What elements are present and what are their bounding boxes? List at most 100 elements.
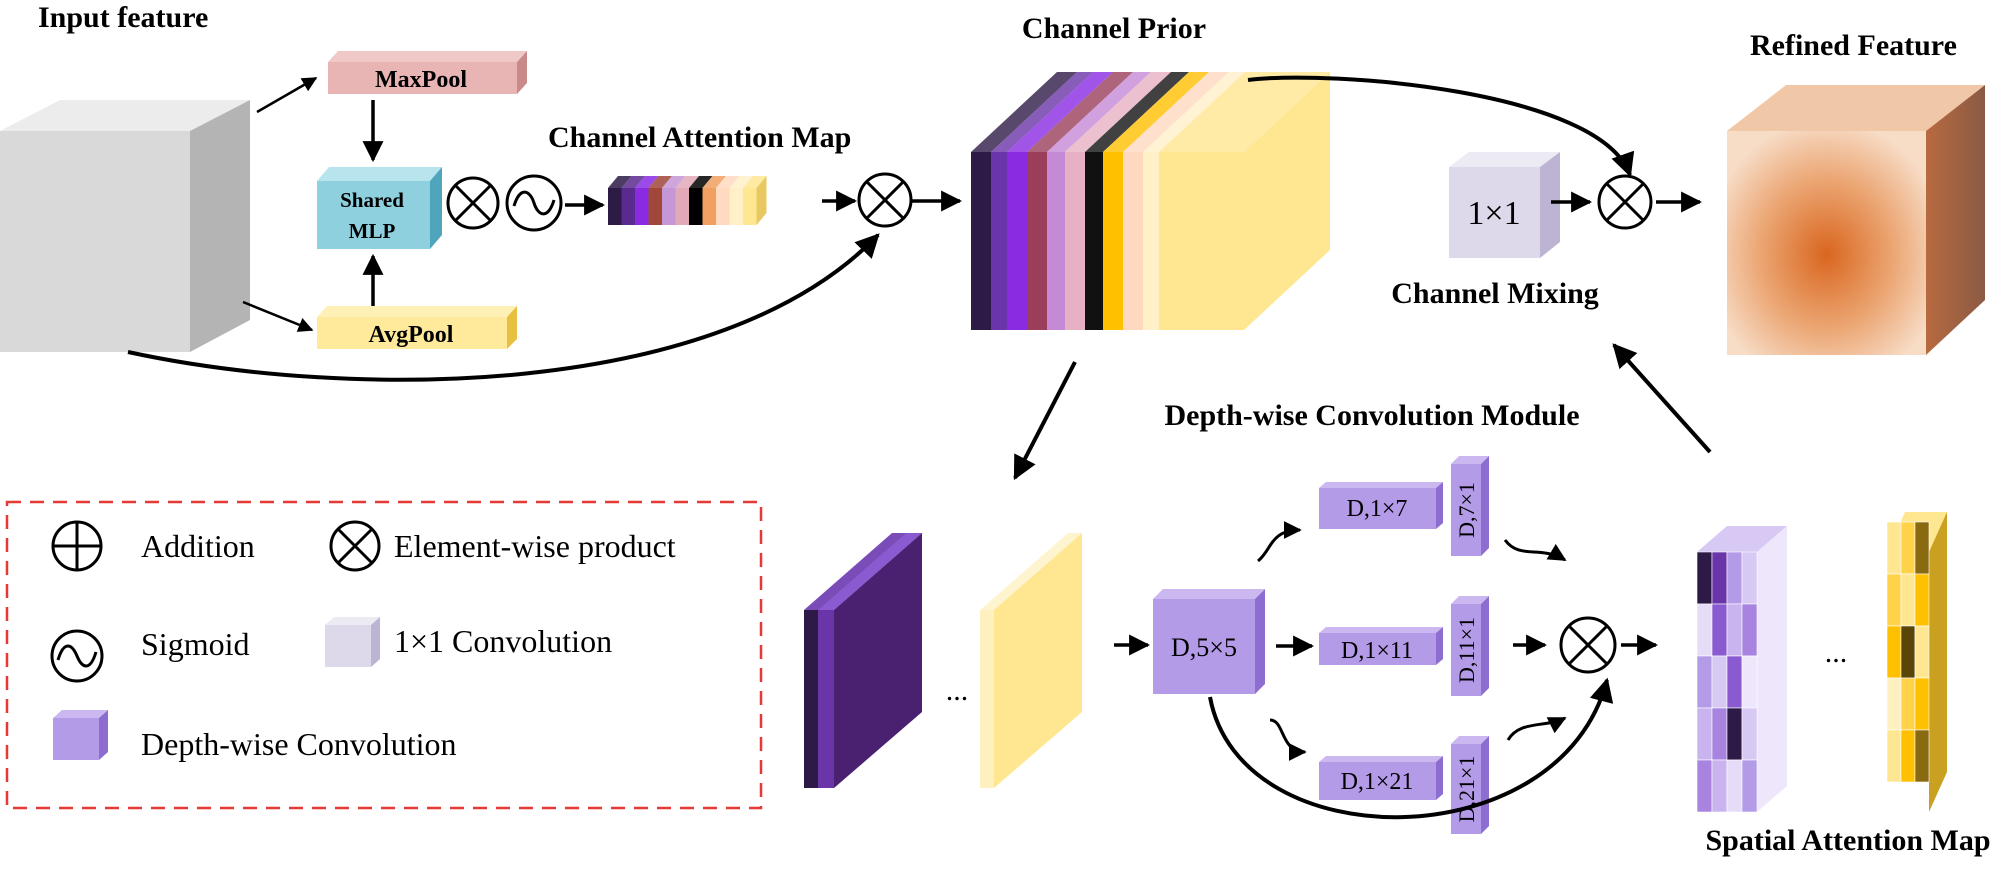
arrow-prior-to-split — [1013, 361, 1077, 481]
attention-segment — [648, 188, 662, 225]
d11x1-block: D,11×1 — [1451, 596, 1489, 696]
attention-segment-top — [729, 176, 753, 188]
d5x5-label: D,5×5 — [1171, 633, 1237, 662]
attention-segment — [608, 188, 622, 225]
spatial-cell — [1726, 759, 1743, 813]
prior-slab — [1027, 152, 1047, 330]
spatial-cell — [1711, 655, 1728, 709]
spatial-cell — [1914, 573, 1930, 627]
attention-segment — [689, 188, 703, 225]
attention-segment-top — [689, 176, 713, 188]
arrow-to-d1x7 — [1257, 521, 1302, 563]
channel-attention-map-label: Channel Attention Map — [548, 121, 851, 154]
arrow-skip-to-spatial-product — [1208, 677, 1614, 820]
spatial-cell — [1914, 729, 1930, 783]
prior-slab — [971, 152, 991, 330]
legend-addition-label: Addition — [141, 528, 255, 564]
spatial-cell — [1886, 521, 1902, 575]
spatial-cell — [1741, 551, 1758, 605]
input-feature-cube — [0, 100, 250, 352]
spatial-cell — [1711, 603, 1728, 657]
element-wise-product-icon — [857, 172, 913, 228]
attention-segment-top — [675, 176, 699, 188]
prior-slab — [991, 152, 1007, 330]
spatial-cell — [1696, 707, 1713, 761]
spatial-cell — [1914, 625, 1930, 679]
split-slab-yellow — [980, 533, 1082, 788]
attention-segment-top — [743, 176, 767, 188]
spatial-cell — [1726, 707, 1743, 761]
element-wise-product-icon — [1559, 616, 1617, 674]
prior-slab — [1047, 152, 1065, 330]
prior-slab-top — [1103, 72, 1209, 152]
addition-icon — [51, 520, 103, 572]
spatial-cell — [1886, 677, 1902, 731]
prior-slab — [1085, 152, 1103, 330]
spatial-cell — [1886, 729, 1902, 783]
spatial-cell — [1711, 707, 1728, 761]
d21x1-label: D,21×1 — [1454, 756, 1479, 823]
spatial-cell — [1900, 521, 1916, 575]
attention-segment — [702, 188, 716, 225]
split-ellipsis: ... — [946, 674, 969, 707]
arrow-to-d1x21 — [1269, 718, 1307, 761]
conv-1x1-label: 1×1 — [1467, 195, 1520, 232]
shared-mlp-label-1: Shared — [340, 188, 404, 212]
d1x7-label: D,1×7 — [1347, 496, 1408, 522]
d5x5-block: D,5×5 — [1153, 589, 1265, 694]
spatial-cell — [1711, 551, 1728, 605]
d1x21-block: D,1×21 — [1319, 756, 1443, 800]
shared-mlp-label-2: MLP — [349, 219, 396, 243]
attention-segment-top — [635, 176, 659, 188]
attention-segment-top — [702, 176, 726, 188]
arrow-skip-input-to-product — [127, 233, 880, 382]
attention-segment-top — [716, 176, 740, 188]
prior-slab — [1143, 152, 1159, 330]
legend-depthwise-label: Depth-wise Convolution — [141, 726, 457, 762]
channel-mixing-label: Channel Mixing — [1391, 277, 1599, 310]
spatial-cell — [1886, 573, 1902, 627]
prior-slab-top — [1143, 72, 1245, 152]
prior-slab — [1123, 152, 1143, 330]
attention-side — [756, 176, 767, 225]
attention-segment-top — [608, 176, 632, 188]
d1x11-label: D,1×11 — [1341, 638, 1413, 664]
arrow-spatial-to-mixing — [1612, 343, 1712, 454]
spatial-cell — [1914, 521, 1930, 575]
refined-feature-label: Refined Feature — [1750, 29, 1957, 62]
arrow-input-to-maxpool — [256, 76, 318, 114]
maxpool-block: MaxPool — [328, 51, 527, 94]
prior-slab-top — [1007, 72, 1113, 152]
element-wise-product-icon — [446, 176, 500, 230]
spatial-cell — [1900, 573, 1916, 627]
avgpool-label: AvgPool — [369, 322, 454, 348]
prior-side — [1244, 72, 1330, 330]
attention-segment — [675, 188, 689, 225]
spatial-ellipsis: ... — [1825, 636, 1848, 669]
attention-segment — [662, 188, 676, 225]
dw-module-label: Depth-wise Convolution Module — [1164, 399, 1579, 432]
conv-1x1-block: 1×1 — [1449, 152, 1560, 258]
spatial-cell — [1696, 759, 1713, 813]
prior-slab-top — [1027, 72, 1133, 152]
attention-segment — [716, 188, 730, 225]
d1x7-block: D,1×7 — [1319, 482, 1443, 529]
conv-1x1-legend-swatch — [325, 617, 380, 667]
spatial-cell — [1696, 551, 1713, 605]
spatial-attention-map-purple — [1696, 526, 1787, 813]
element-wise-product-icon — [329, 520, 381, 572]
legend-element-wise-label: Element-wise product — [394, 528, 676, 564]
prior-slab-top — [1065, 72, 1171, 152]
refined-feature-cube — [1727, 85, 1985, 355]
depthwise-legend-swatch — [53, 710, 108, 760]
prior-slab-top — [1123, 72, 1229, 152]
legend-conv-1x1-label: 1×1 Convolution — [394, 623, 612, 659]
sigmoid-icon — [505, 174, 563, 232]
attention-segment — [635, 188, 649, 225]
spatial-cell — [1741, 707, 1758, 761]
spatial-cell — [1914, 677, 1930, 731]
prior-slab — [1065, 152, 1085, 330]
channel-prior-block — [971, 72, 1330, 330]
input-feature-label: Input feature — [38, 1, 208, 34]
